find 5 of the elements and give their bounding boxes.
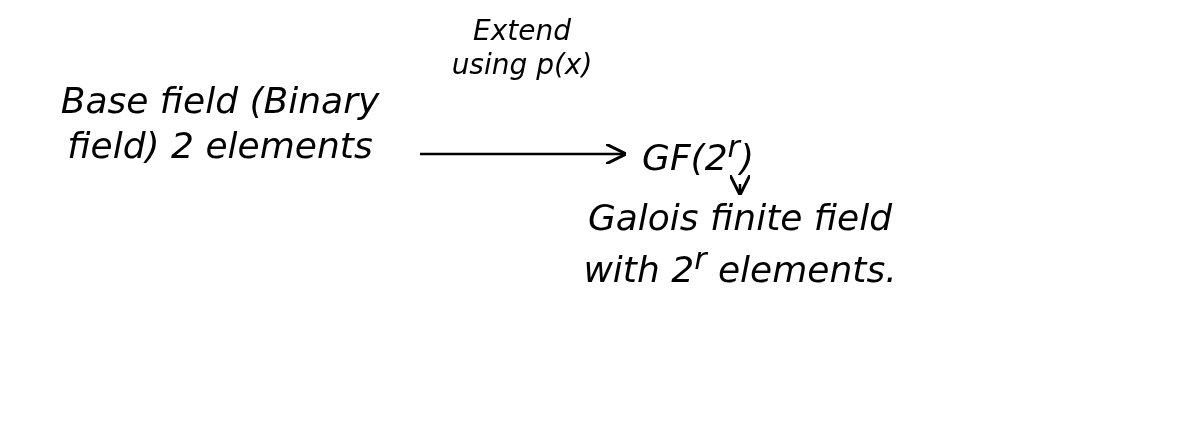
field-text: GF(2$^{r}$) [628, 128, 768, 180]
galois-field-text: Galois finite field with 2$^{r}$ elements. [560, 195, 920, 292]
base-field-text: Base field (Binary field) 2 elements [40, 78, 400, 168]
arrow [728, 173, 752, 197]
arrow [420, 142, 628, 166]
